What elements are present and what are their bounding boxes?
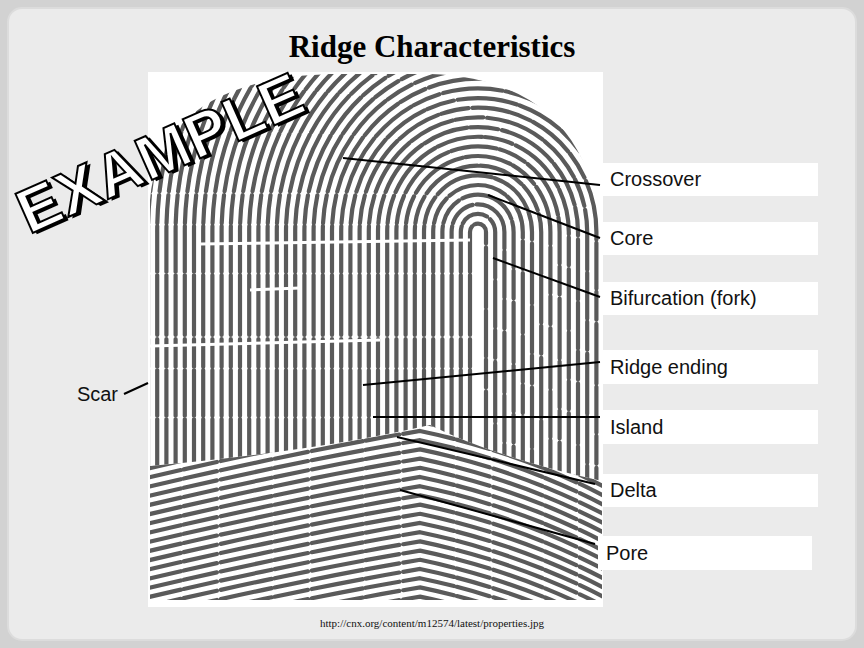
label-text: Island [610, 416, 663, 439]
scar-lines [150, 240, 470, 346]
leader-lines [124, 158, 600, 544]
label-box: Pore [598, 536, 812, 570]
label-text: Core [610, 227, 653, 250]
slide-title: Ridge Characteristics [289, 29, 576, 65]
source-caption: http://cnx.org/content/m12574/latest/pro… [320, 617, 544, 629]
fingerprint [65, 0, 864, 648]
label-box: Crossover [602, 163, 818, 196]
label-box: Delta [602, 474, 818, 507]
label-box: Ridge ending [602, 350, 818, 384]
callout-label: Scar [77, 383, 118, 406]
slide-panel [8, 8, 856, 640]
label-box: Core [602, 222, 818, 255]
label-text: Ridge ending [610, 356, 728, 379]
label-box: Island [602, 410, 818, 444]
label-text: Delta [610, 479, 657, 502]
label-box: Bifurcation (fork) [602, 282, 818, 315]
label-text: Pore [606, 542, 648, 565]
label-text: Bifurcation (fork) [610, 287, 757, 310]
label-text: Crossover [610, 168, 701, 191]
